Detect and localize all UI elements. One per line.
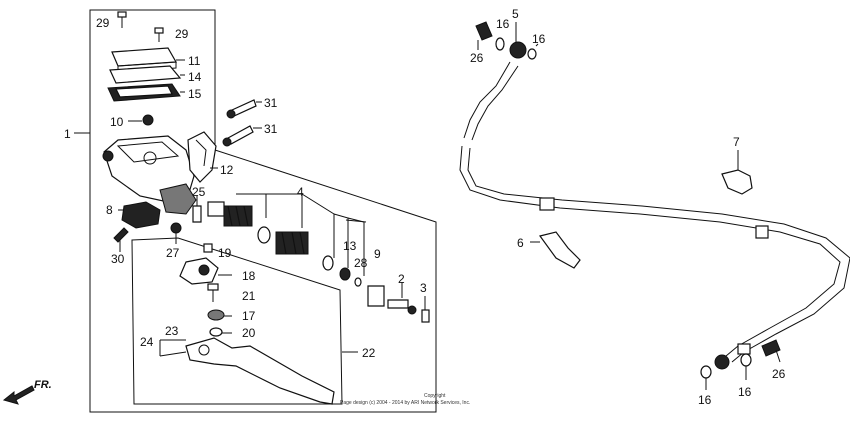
master-cylinder-body (102, 135, 197, 215)
clip-7 (721, 150, 753, 195)
arrow-down-left-icon (2, 385, 35, 405)
washer-20 (209, 327, 232, 337)
washer-16-top-b (527, 43, 539, 60)
banjo-5 (509, 22, 527, 59)
callout-3: 3 (420, 281, 427, 295)
callout-31b: 31 (264, 122, 278, 136)
callout-4: 4 (297, 185, 304, 199)
pushrod-2 (387, 282, 417, 315)
callout-2: 2 (398, 272, 405, 286)
oil-bolt-26-low (761, 339, 781, 363)
callout-16c: 16 (738, 385, 752, 399)
callout-10: 10 (110, 115, 124, 129)
callout-29b: 29 (175, 27, 189, 41)
callout-11: 11 (188, 54, 201, 68)
bracket-18 (179, 257, 232, 285)
callout-19: 19 (218, 246, 232, 260)
bolt-31 (222, 99, 262, 147)
callout-22: 22 (362, 346, 376, 360)
screw-29 (117, 11, 164, 42)
callout-21: 21 (242, 289, 256, 303)
callout-28: 28 (354, 256, 368, 270)
callout-18: 18 (242, 269, 256, 283)
clamp-holder-12 (187, 131, 218, 183)
reservoir-cap (107, 47, 185, 102)
callout-27: 27 (166, 246, 180, 260)
callout-15: 15 (188, 87, 202, 101)
callout-30: 30 (111, 252, 125, 266)
callout-31a: 31 (264, 96, 278, 110)
callout-16d: 16 (698, 393, 712, 407)
assembly-frame (89, 9, 437, 413)
washer-16-low-b (740, 353, 752, 380)
clutch-lever-24 (159, 337, 335, 405)
callout-14: 14 (188, 70, 202, 84)
boot-27 (170, 222, 182, 244)
callout-9: 9 (374, 247, 381, 261)
callout-8: 8 (106, 203, 113, 217)
copyright-line1: Copyright (424, 393, 446, 399)
clamp-6 (530, 231, 581, 269)
switch-8 (118, 201, 161, 229)
callout-26a: 26 (470, 51, 484, 65)
callout-7: 7 (733, 135, 740, 149)
callout-24: 24 (140, 335, 154, 349)
callout-26b: 26 (772, 367, 786, 381)
callout-5: 5 (512, 7, 519, 21)
boot-3 (421, 296, 430, 323)
screw-10 (128, 114, 154, 126)
callout-25: 25 (192, 185, 206, 199)
callout-13: 13 (343, 239, 357, 253)
callout-12: 12 (220, 163, 234, 177)
callout-23: 23 (165, 324, 179, 338)
direction-label: FR. (34, 379, 52, 391)
copyright-line2: Page design (c) 2004 - 2014 by ARI Netwo… (340, 400, 470, 406)
clutch-hose (459, 61, 850, 363)
callout-16b: 16 (532, 32, 546, 46)
callout-16a: 16 (496, 17, 510, 31)
callout-1: 1 (64, 127, 71, 141)
callout-6: 6 (517, 236, 524, 250)
nut-17 (207, 309, 232, 321)
banjo-lower (714, 354, 730, 370)
bolt-21 (207, 283, 219, 302)
washer-16-top-a (495, 37, 505, 51)
oil-bolt-26-top (475, 21, 493, 50)
washer-16-low-a (700, 365, 712, 390)
screw-30 (113, 227, 129, 252)
callout-29a: 29 (96, 16, 110, 30)
lever-frame (131, 237, 343, 405)
screw-25 (192, 196, 202, 223)
callout-17: 17 (242, 309, 256, 323)
callout-20: 20 (242, 326, 256, 340)
pivot-bolt-19 (203, 243, 213, 253)
piston-kit-4 (207, 193, 385, 307)
